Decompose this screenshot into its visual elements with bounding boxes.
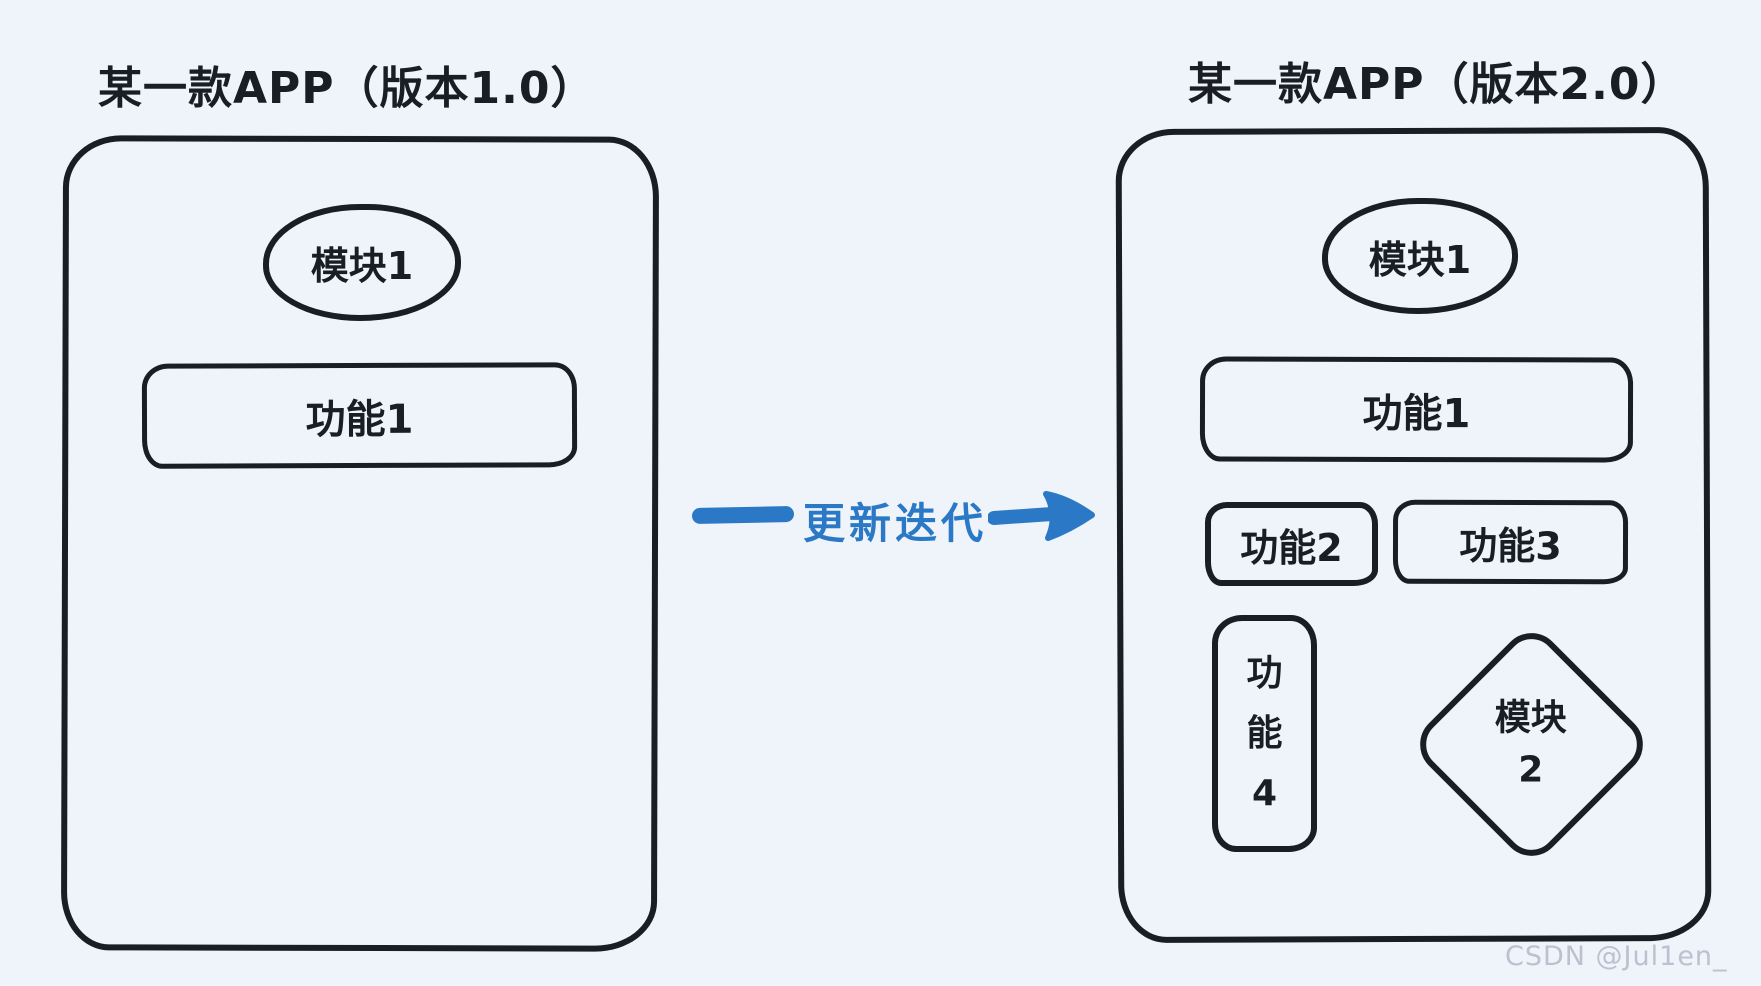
right-module2-line1: 模块 <box>1495 697 1568 739</box>
left-feature1-box: 功能1 <box>141 362 578 469</box>
left-app-title: 某一款APP（版本1.0） <box>98 63 596 114</box>
right-feature4-box: 功 能 4 <box>1212 615 1317 852</box>
right-module1-label: 模块1 <box>1368 237 1472 282</box>
right-arrow-icon <box>988 491 1095 541</box>
right-feature4-line3: 4 <box>1251 772 1278 814</box>
right-feature2-label: 功能2 <box>1240 525 1343 570</box>
right-feature1-label: 功能1 <box>1362 390 1471 437</box>
watermark-text: CSDN @Jul1en_ <box>1505 941 1728 972</box>
right-feature4-line1: 功 <box>1246 652 1283 694</box>
arrow-tail-segment <box>691 505 795 525</box>
left-module1-ellipse: 模块1 <box>263 204 461 321</box>
right-app-title: 某一款APP（版本2.0） <box>1188 59 1686 110</box>
right-feature2-box: 功能2 <box>1205 502 1378 586</box>
right-feature3-box: 功能3 <box>1392 499 1629 585</box>
left-feature1-label: 功能1 <box>305 396 414 443</box>
right-feature1-box: 功能1 <box>1199 356 1634 463</box>
right-module2-line2: 2 <box>1518 749 1545 791</box>
right-module1-ellipse: 模块1 <box>1322 198 1518 314</box>
right-feature3-label: 功能3 <box>1459 523 1562 568</box>
right-feature4-line2: 能 <box>1246 712 1283 754</box>
transition-label: 更新迭代 <box>803 499 988 548</box>
left-module1-label: 模块1 <box>310 244 414 288</box>
right-module2-label: 模块 2 <box>1495 692 1567 796</box>
